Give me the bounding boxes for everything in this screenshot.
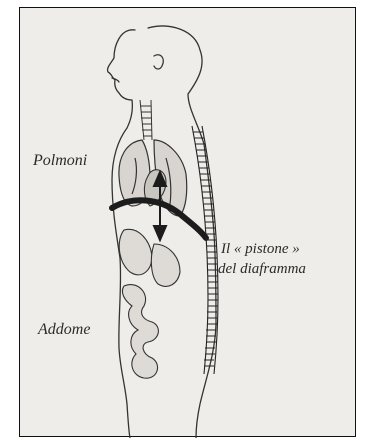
abdominal-organs	[119, 229, 180, 378]
label-diaphragm: del diaframma	[218, 262, 306, 277]
trachea	[140, 100, 152, 140]
intestine	[122, 285, 158, 379]
label-diaphragm-piston: Il « pistone »	[221, 242, 300, 257]
breathing-anatomy-illustration	[20, 8, 357, 438]
stomach	[119, 229, 152, 275]
label-abdomen: Addome	[38, 322, 90, 338]
liver	[151, 244, 180, 286]
illustration-frame: Polmoni Addome Il « pistone » del diafra…	[19, 7, 356, 437]
ear	[154, 55, 163, 69]
spine	[192, 126, 218, 374]
label-lungs: Polmoni	[33, 153, 87, 169]
